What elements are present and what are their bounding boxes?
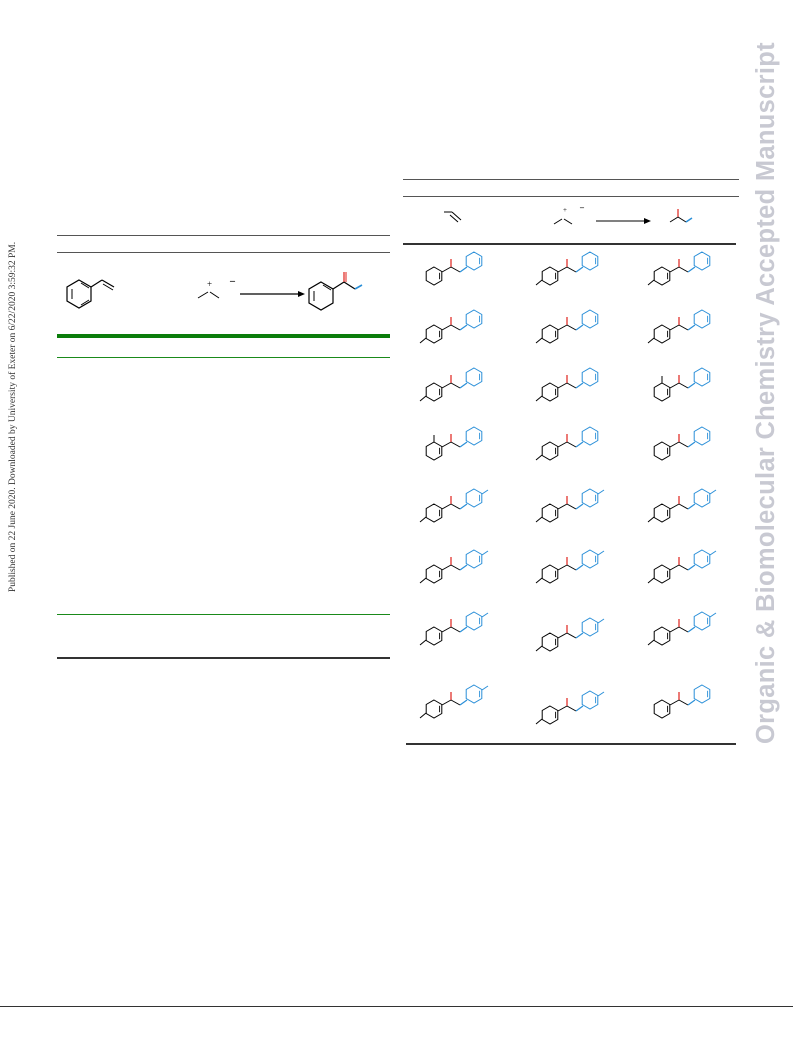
product-structure <box>535 690 605 725</box>
product-structure <box>535 488 605 523</box>
product-structure <box>653 426 711 461</box>
left-table-green-bar <box>57 334 390 338</box>
product-structure <box>419 549 489 584</box>
left-minus-charge: – <box>230 276 235 287</box>
left-table-top-rule <box>57 235 390 236</box>
right-plus-charge: + <box>563 206 567 214</box>
product-structure <box>653 367 711 402</box>
left-table-green-rule-2 <box>57 614 390 615</box>
left-reagent <box>197 291 220 299</box>
product-structure <box>419 367 483 402</box>
right-product <box>669 209 693 223</box>
right-table-top-rule <box>403 179 739 180</box>
left-product-structure <box>308 272 363 311</box>
right-alkene <box>444 211 462 223</box>
right-table-bottom-rule <box>406 743 736 745</box>
right-reaction-arrow <box>596 218 651 224</box>
publication-note: Published on 22 June 2020. Downloaded by… <box>8 241 18 593</box>
left-reaction-arrow <box>240 291 305 297</box>
product-structure <box>647 549 717 584</box>
product-structure <box>535 251 599 286</box>
left-plus-charge: + <box>207 279 213 289</box>
left-table-bottom-rule <box>57 657 390 659</box>
product-structure <box>647 488 717 523</box>
right-table-header-bottom-rule <box>403 243 736 245</box>
product-structure <box>419 684 489 719</box>
right-table-header-rule <box>403 196 739 197</box>
styrene-structure <box>66 279 115 309</box>
product-structure <box>535 309 599 344</box>
product-structure <box>419 611 489 646</box>
right-reagent <box>553 218 573 225</box>
product-structure <box>419 488 489 523</box>
product-structure <box>535 549 605 584</box>
product-structure <box>647 251 711 286</box>
left-table-header-rule <box>57 252 390 253</box>
journal-watermark: Organic & Biomolecular Chemistry Accepte… <box>752 42 780 744</box>
product-structure <box>653 684 711 719</box>
product-structure <box>425 426 483 461</box>
product-structure <box>535 426 599 461</box>
left-table-green-rule-1 <box>57 357 390 358</box>
product-structure <box>419 309 483 344</box>
product-structure <box>535 367 599 402</box>
product-structure <box>425 251 483 286</box>
page-footer-rule <box>0 1006 793 1007</box>
product-structure <box>647 611 717 646</box>
right-minus-charge: – <box>580 203 584 212</box>
product-structure <box>647 309 711 344</box>
product-structure <box>535 617 605 652</box>
